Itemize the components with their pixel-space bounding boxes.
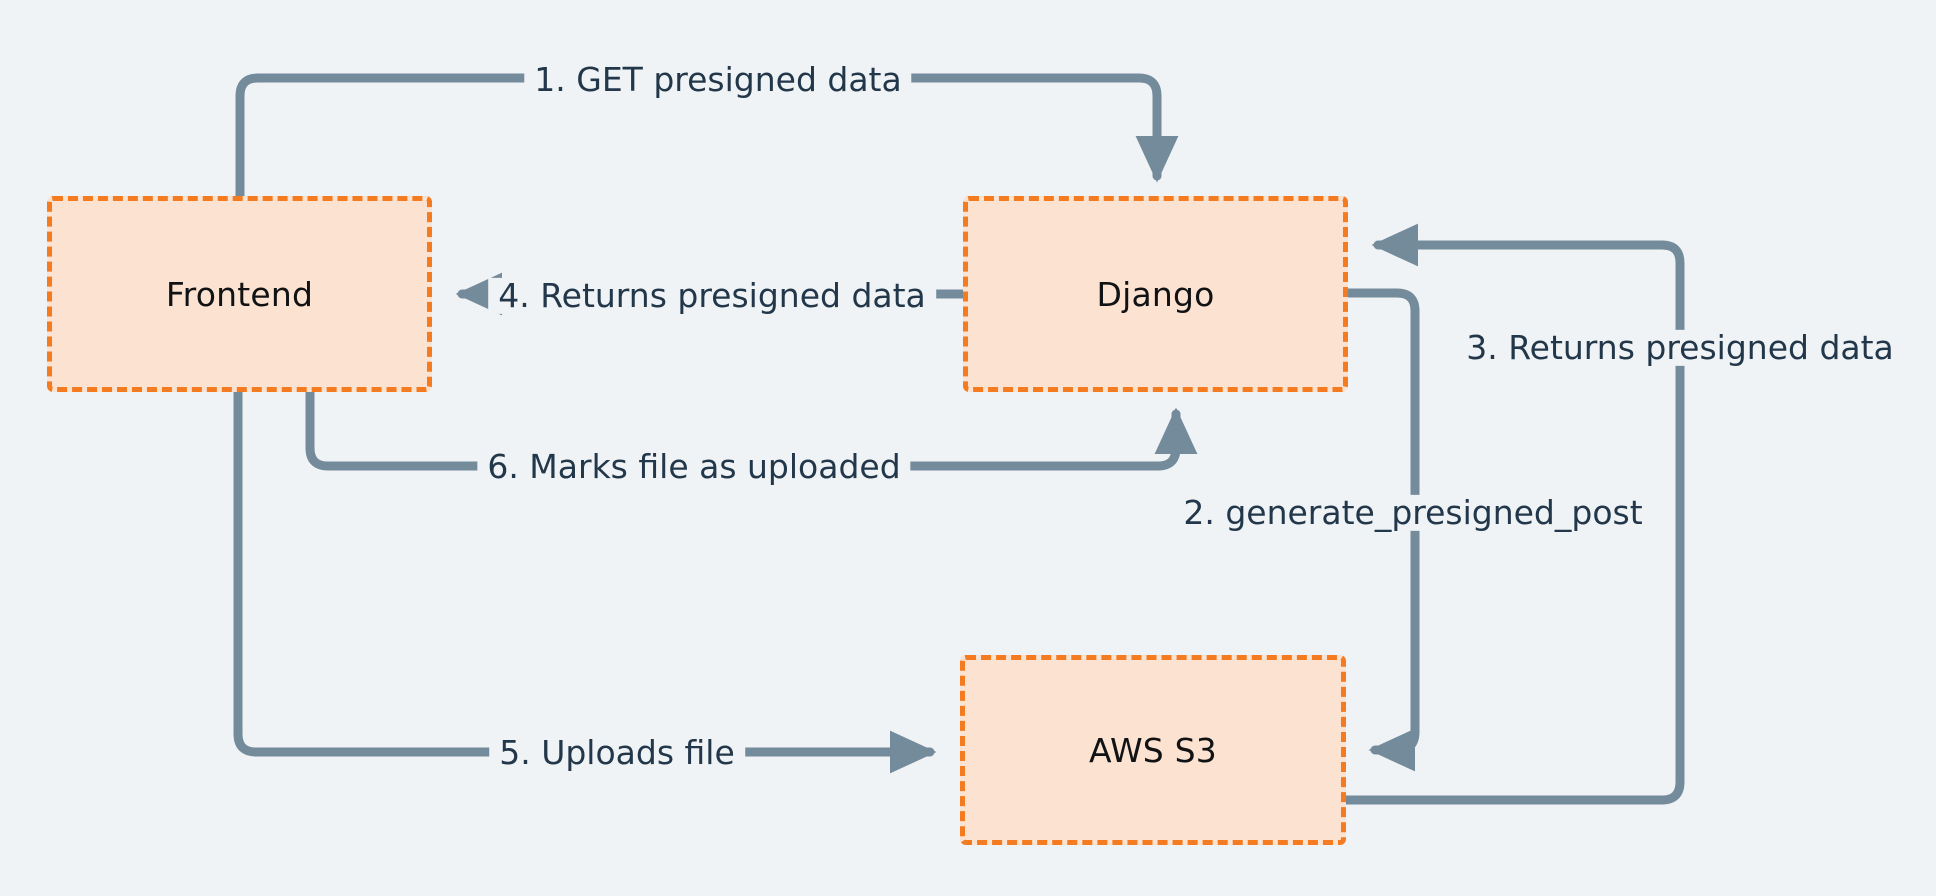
node-django-label: Django	[1096, 274, 1215, 314]
node-django[interactable]: Django	[963, 196, 1348, 392]
edge-path-1b	[895, 73, 1179, 183]
edge-label-3: 3. Returns presigned data	[1456, 329, 1904, 367]
node-aws-s3-label: AWS S3	[1089, 730, 1217, 770]
edge-path-1a	[235, 73, 545, 201]
node-frontend-label: Frontend	[165, 274, 314, 314]
edge-path-6b	[895, 407, 1198, 471]
edge-label-1: 1. GET presigned data	[524, 61, 912, 99]
edge-label-4: 4. Returns presigned data	[488, 277, 936, 315]
edge-label-6: 6. Marks file as uploaded	[477, 448, 911, 486]
edge-path-3	[1341, 223, 1685, 805]
node-frontend[interactable]: Frontend	[47, 196, 432, 392]
edge-label-5: 5. Uploads file	[489, 734, 745, 772]
edge-path-6a	[305, 387, 495, 471]
edge-label-2: 2. generate_presigned_post	[1173, 494, 1653, 532]
node-aws-s3[interactable]: AWS S3	[960, 655, 1346, 845]
edge-path-5a	[233, 387, 500, 757]
